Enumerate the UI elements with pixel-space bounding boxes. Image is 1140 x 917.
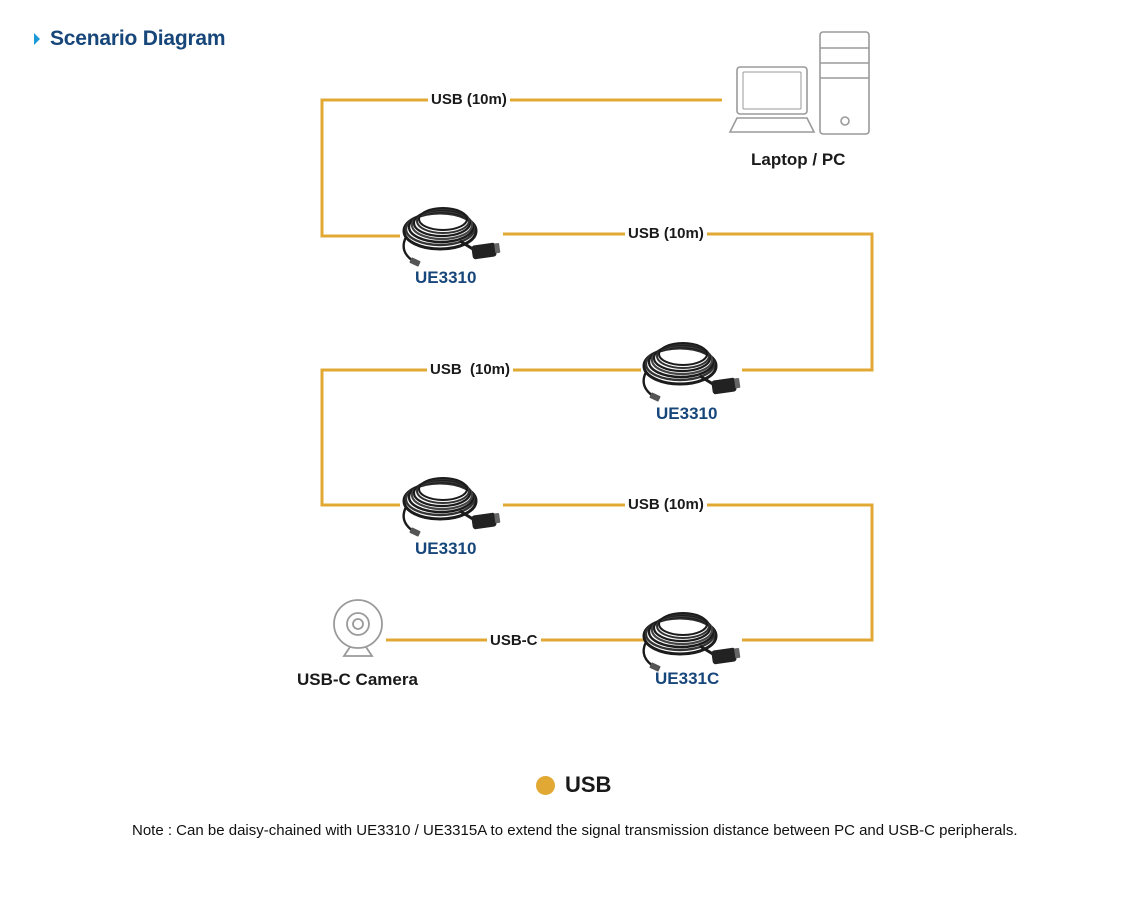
- link-label-ext4-camera: USB-C: [487, 632, 541, 650]
- ext1-label: UE3310: [415, 268, 477, 287]
- link-label-pc-ext1: USB (10m): [428, 91, 510, 109]
- footnote: Note : Can be daisy-chained with UE3310 …: [132, 822, 1018, 839]
- cable-pc-to-ext1: [320, 98, 722, 238]
- link-label-ext3-ext4: USB (10m): [625, 496, 707, 514]
- link-label-ext1-ext2: USB (10m): [625, 225, 707, 243]
- usb-cable-links: [320, 98, 874, 642]
- legend-usb-swatch: [536, 776, 555, 795]
- ue3310-cable-icon-3: [402, 476, 502, 539]
- camera-label: USB-C Camera: [297, 670, 418, 689]
- pc-label: Laptop / PC: [751, 150, 846, 169]
- webcam-icon: [333, 599, 383, 657]
- ext4-label: UE331C: [655, 669, 720, 688]
- link-label-ext2-ext3: USB (10m): [427, 361, 514, 379]
- ue3310-cable-icon-2: [642, 341, 742, 404]
- laptop-desktop-icon: [728, 31, 870, 135]
- ext2-label: UE3310: [656, 404, 718, 423]
- ue331c-cable-icon: [642, 611, 742, 674]
- cable-ext2-to-ext3: [320, 368, 641, 507]
- ext3-label: UE3310: [415, 539, 477, 558]
- title-arrow-icon: [34, 33, 40, 45]
- ue3310-cable-icon-1: [402, 206, 502, 269]
- legend-usb-label: USB: [565, 772, 612, 797]
- page-title: Scenario Diagram: [50, 27, 226, 50]
